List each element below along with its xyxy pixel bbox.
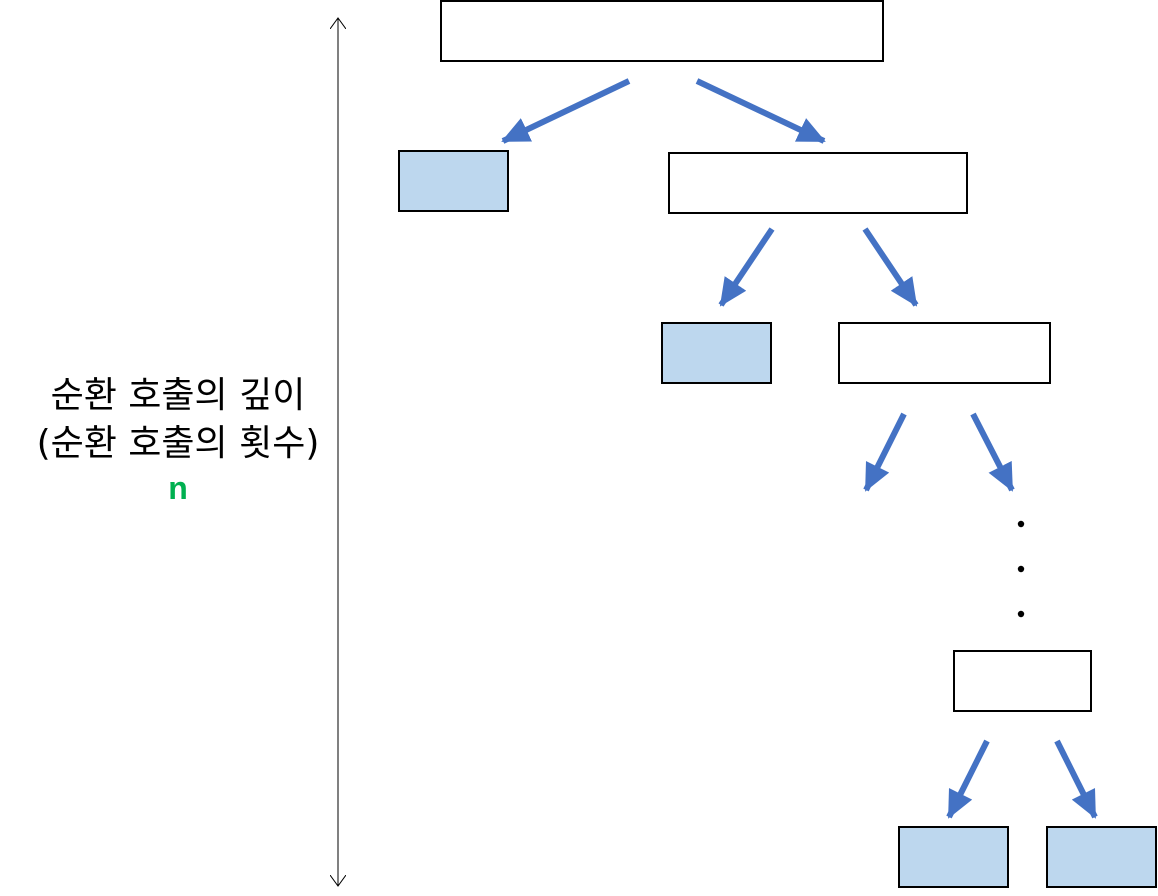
depth-variable-n: n — [168, 470, 188, 506]
arrow — [501, 78, 631, 144]
arrow — [718, 227, 775, 307]
node-level1 — [668, 152, 968, 214]
node-level2 — [838, 322, 1051, 384]
arrow — [863, 412, 907, 492]
node-root — [440, 0, 884, 62]
arrow — [946, 739, 990, 819]
arrow — [970, 412, 1015, 492]
depth-label-line2: (순환 호출의 횟수) — [36, 423, 320, 464]
ellipsis-dot — [1017, 565, 1025, 573]
leaf-bottom-right — [1046, 826, 1157, 888]
ellipsis-dot — [1017, 610, 1025, 618]
depth-label-line1: 순환 호출의 깊이 — [50, 375, 306, 416]
node-last — [953, 650, 1092, 712]
leaf-level2 — [661, 322, 772, 384]
leaf-bottom-left — [898, 826, 1009, 888]
arrow — [862, 227, 919, 307]
arrow — [1054, 739, 1098, 819]
ellipsis-dots: ⋮ — [1017, 520, 1025, 618]
leaf-level1 — [398, 150, 509, 212]
arrow — [695, 78, 826, 144]
ellipsis-dot — [1017, 520, 1025, 528]
call-arrows — [501, 78, 1098, 819]
